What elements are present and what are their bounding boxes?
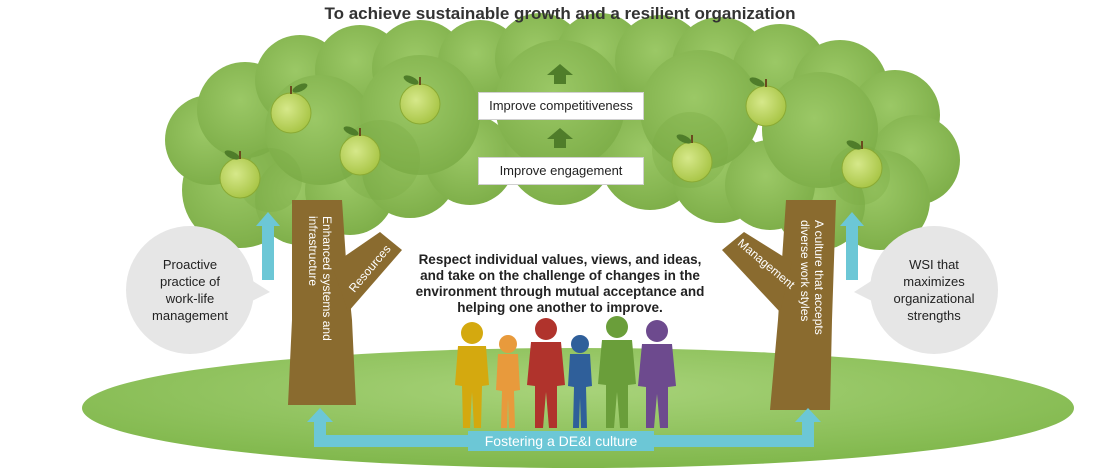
improve-engagement-box: Improve engagement: [478, 157, 644, 185]
right-trunk-label: A culture that accepts diverse work styl…: [798, 220, 826, 335]
right-trunk-line: diverse work styles: [798, 220, 812, 335]
up-arrow-icon: [256, 212, 280, 280]
right-bubble-text: WSI that maximizes organizational streng…: [874, 256, 994, 324]
dei-culture-label: Fostering a DE&I culture: [468, 431, 654, 451]
left-bubble-line: Proactive: [130, 256, 250, 273]
right-bubble-line: organizational: [874, 290, 994, 307]
left-bubble-text: Proactive practice of work-life manageme…: [130, 256, 250, 324]
center-message-line: environment through mutual acceptance an…: [380, 284, 740, 300]
right-bubble-line: maximizes: [874, 273, 994, 290]
center-message: Respect individual values, views, and id…: [380, 252, 740, 316]
center-message-line: Respect individual values, views, and id…: [380, 252, 740, 268]
left-bubble-line: practice of: [130, 273, 250, 290]
left-bubble-line: management: [130, 307, 250, 324]
center-message-line: and take on the challenge of changes in …: [380, 268, 740, 284]
improve-competitiveness-box: Improve competitiveness: [478, 92, 644, 120]
up-arrow-icon: [840, 212, 864, 280]
page-title: To achieve sustainable growth and a resi…: [0, 4, 1120, 24]
left-trunk-line: infrastructure: [306, 216, 320, 341]
left-bubble-line: work-life: [130, 290, 250, 307]
right-bubble-line: WSI that: [874, 256, 994, 273]
left-trunk-line: Enhanced systems and: [320, 216, 334, 341]
right-trunk-line: A culture that accepts: [812, 220, 826, 335]
left-trunk-label: Enhanced systems and infrastructure: [306, 216, 334, 341]
right-bubble-line: strengths: [874, 307, 994, 324]
center-message-line: helping one another to improve.: [380, 300, 740, 316]
